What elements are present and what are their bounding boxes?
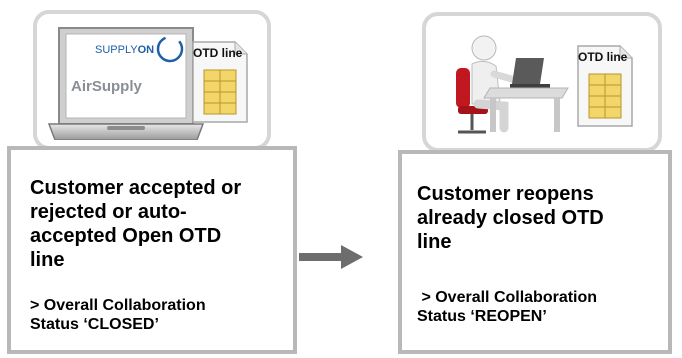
right-text-box: Customer reopens already closed OTD line… [398,150,672,354]
left-description: Customer accepted or rejected or auto- a… [30,176,290,272]
logo-on-text: ON [137,44,155,56]
left-icon-card: SUPPLYON AirSupply OTD line [33,10,271,150]
document-icon [577,45,633,127]
otd-line-label: OTD line [193,46,243,60]
left-description-line: Customer accepted or [30,177,242,199]
right-description-line: line [417,231,452,253]
otd-line-label: OTD line [578,50,628,64]
right-description-line: Customer reopens [417,183,594,205]
logo-text: SUPPLY [95,44,138,56]
right-description: Customer reopens already closed OTD line [417,182,667,254]
right-status-line: > Overall Collaboration [417,289,598,306]
left-status-line: > Overall Collaboration [30,297,206,314]
left-description-line: accepted Open OTD [30,225,222,247]
logo-swoosh-icon [156,35,184,63]
left-status: > Overall Collaboration Status ‘CLOSED’ [30,296,290,334]
right-description-line: already closed OTD [417,207,604,229]
left-description-line: line [30,249,65,271]
right-icon-card: OTD line [422,12,662,152]
left-text-box: Customer accepted or rejected or auto- a… [7,146,297,354]
document-icon [192,41,248,123]
left-status-line: Status ‘CLOSED’ [30,316,159,333]
right-status-line: Status ‘REOPEN’ [417,308,547,325]
person-at-desk-icon [456,35,569,134]
right-status: > Overall Collaboration Status ‘REOPEN’ [417,288,667,326]
supplyon-logo: SUPPLYON [95,44,154,56]
left-description-line: rejected or auto- [30,201,187,223]
arrow-right-icon [299,245,363,269]
product-name: AirSupply [71,78,142,95]
